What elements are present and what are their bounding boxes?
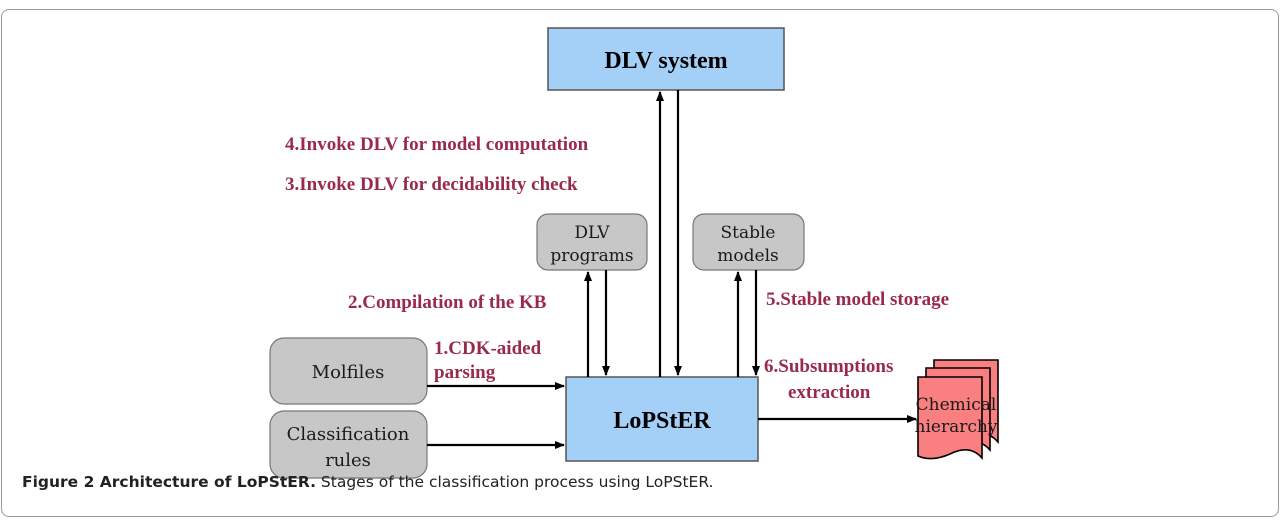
chemical-hierarchy-node: Chemical hierarchy [915,359,999,461]
chemical-hierarchy-line2: hierarchy [915,417,998,437]
step6-label-line2: extraction [788,382,871,403]
stable-models-line1: Stable [721,223,776,243]
figure-caption: Figure 2 Architecture of LoPStER. Stages… [22,473,713,491]
step2-label: 2.Compilation of the KB [348,292,547,313]
molfiles-node: Molfiles [269,337,428,405]
lopster-label: LoPStER [613,408,711,434]
stable-models-node: Stable models [692,213,805,271]
dlv-programs-line1: DLV [574,223,610,243]
dlv-system-node: DLV system [547,27,785,91]
chemical-hierarchy-line1: Chemical [916,395,997,415]
step1-label-line1: 1.CDK-aided [434,338,542,359]
step3-label: 3.Invoke DLV for decidability check [285,174,578,195]
dlv-system-label: DLV system [604,48,727,74]
classification-rules-node: Classification rules [269,410,428,479]
dlv-programs-node: DLV programs [536,213,648,271]
caption-label: Figure 2 Architecture of LoPStER. [22,473,316,491]
step4-label: 4.Invoke DLV for model computation [285,134,589,155]
figure-frame [1,9,1279,517]
step6-label-line1: 6.Subsumptions [764,356,893,377]
caption-text: Stages of the classification process usi… [316,473,714,491]
lopster-node: LoPStER [565,376,759,462]
molfiles-label: Molfiles [312,362,385,383]
stable-models-line2: models [717,246,778,266]
classification-rules-line2: rules [325,450,371,471]
step5-label: 5.Stable model storage [766,289,949,310]
dlv-programs-line2: programs [550,246,633,266]
step1-label-line2: parsing [434,362,496,383]
classification-rules-line1: Classification [287,424,410,445]
